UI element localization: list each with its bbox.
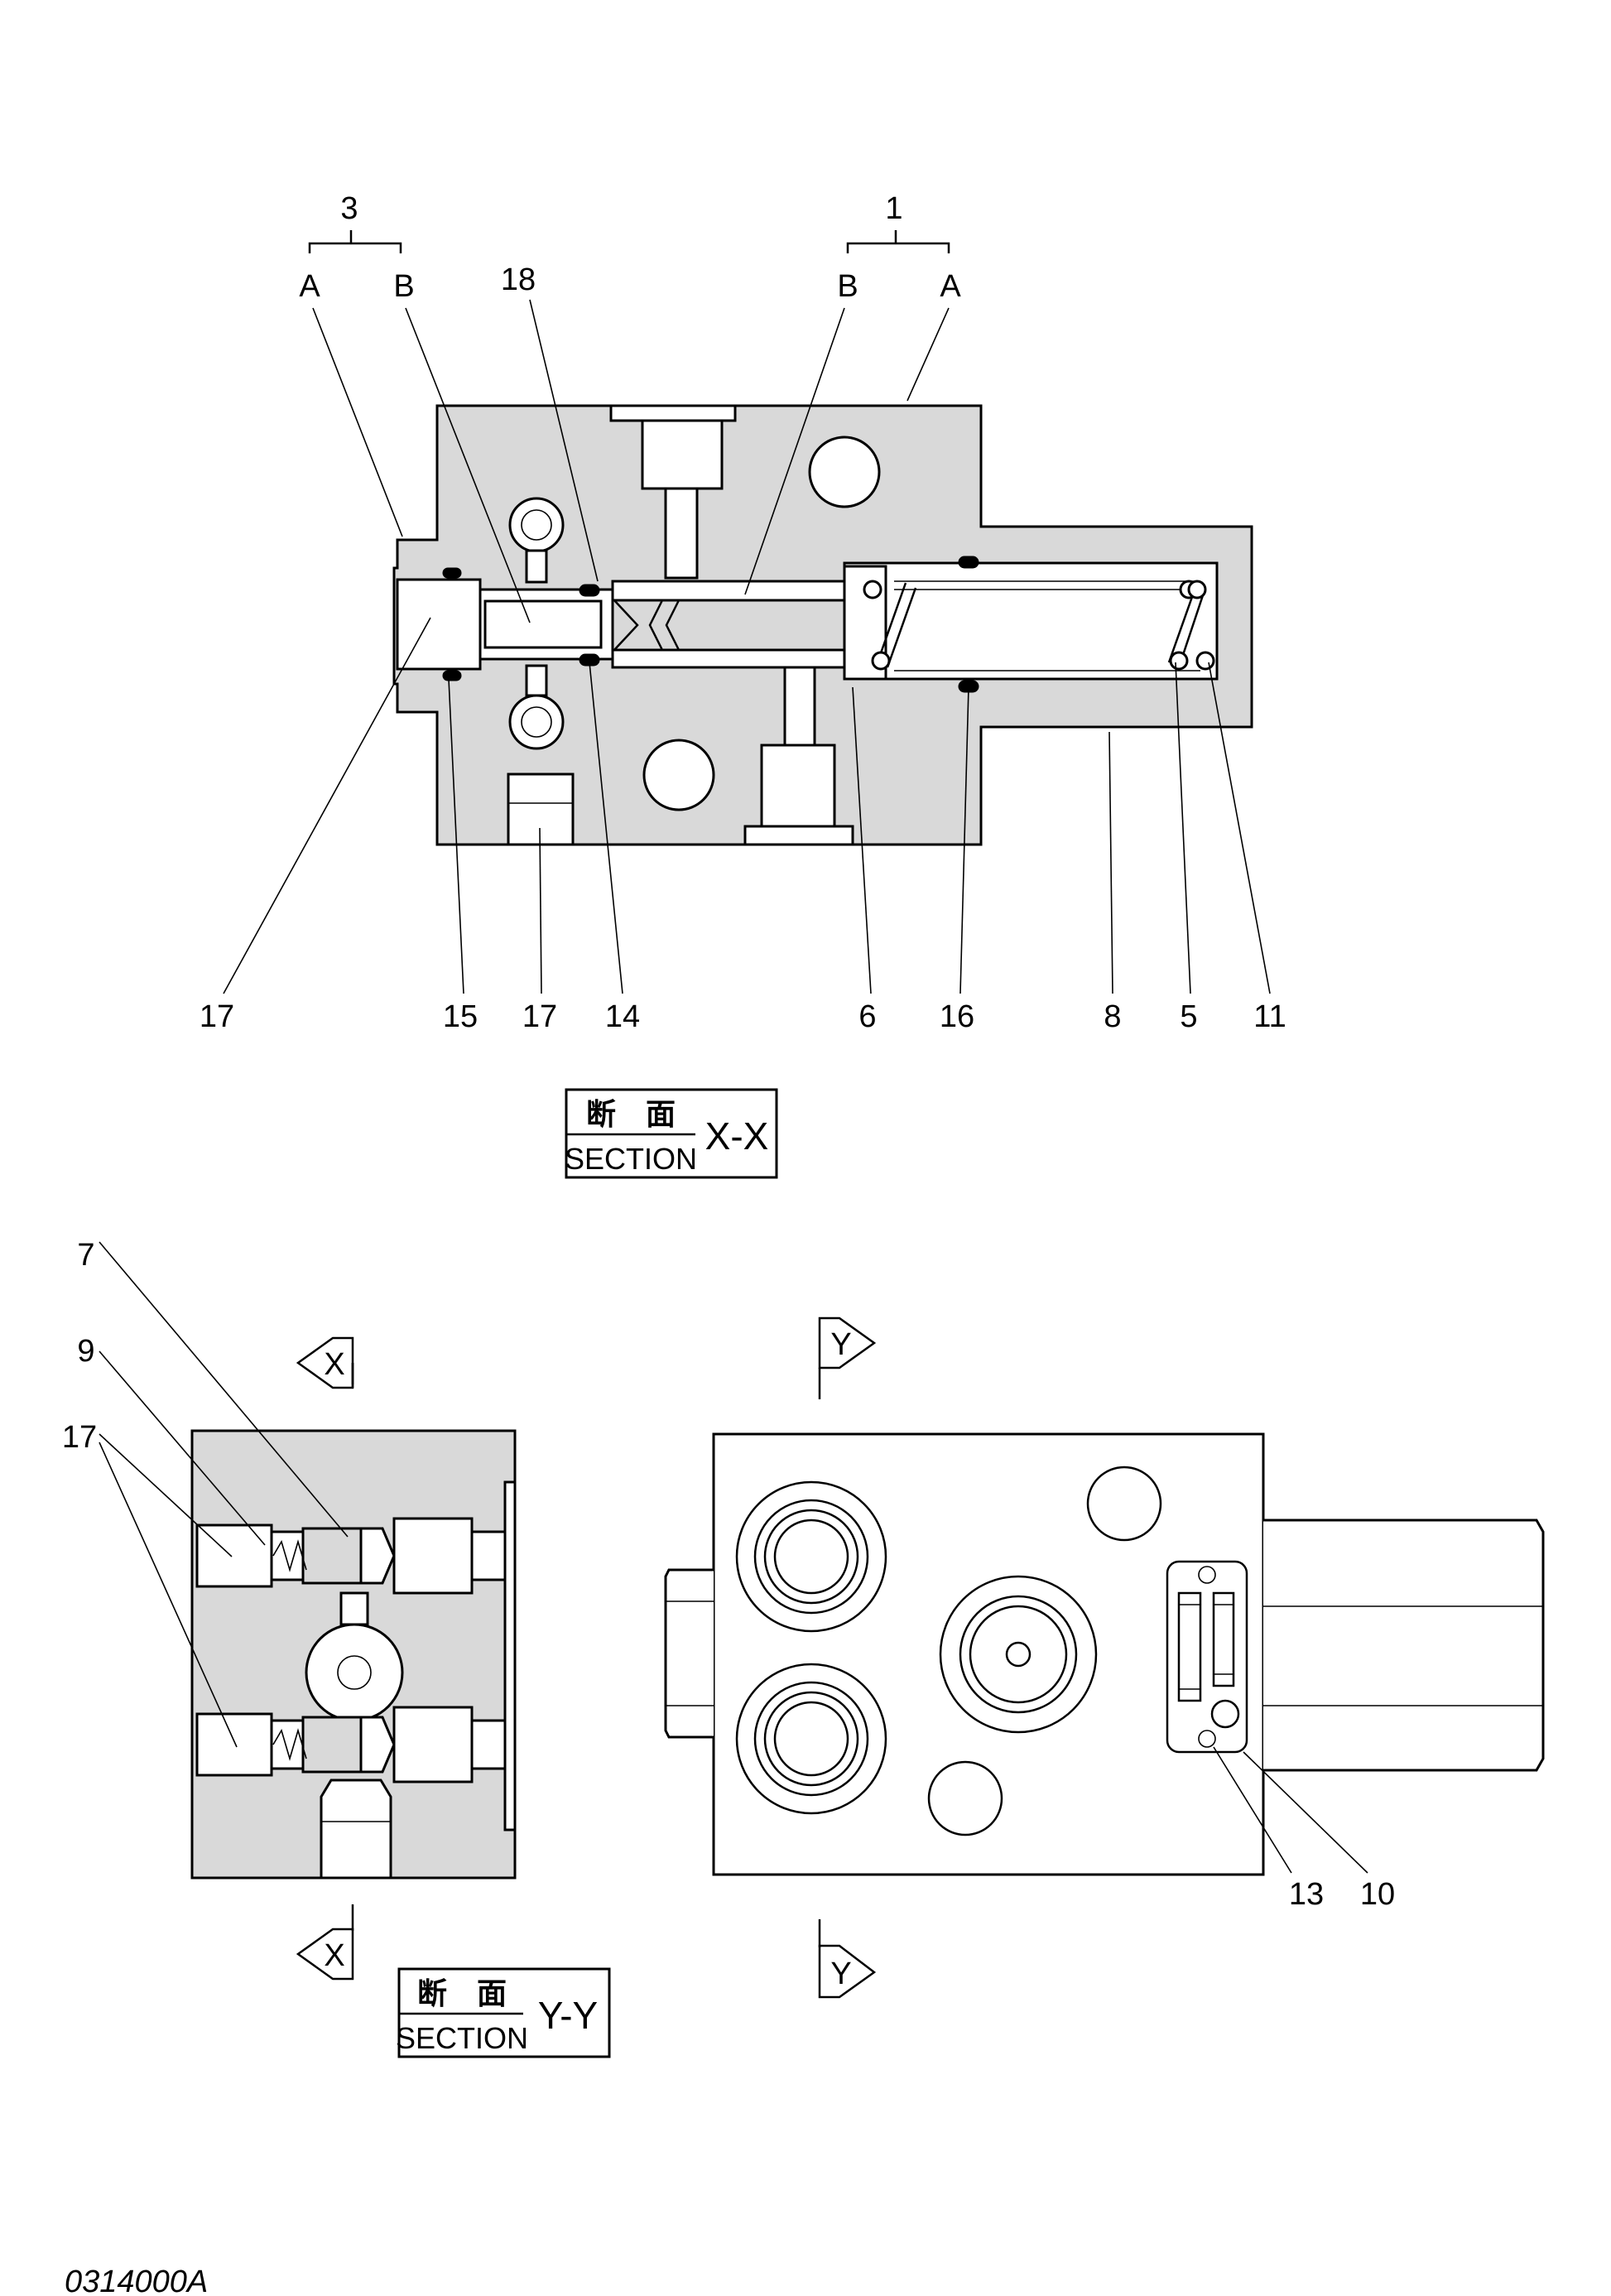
callout-16: 16: [940, 999, 974, 1034]
exterior-view: Y Y 13 10: [664, 1316, 1545, 1999]
section-xx-caption: 断 面 SECTION X-X: [565, 1088, 778, 1179]
section-arrow-y-top: Y: [818, 1316, 877, 1399]
bottom-callouts: 17 15 17 14 6 16 8 5 11: [200, 999, 1286, 1034]
callout-1a: A: [940, 269, 961, 304]
section-arrow-y-bottom: Y: [818, 1919, 877, 1999]
section-arrow-x-bottom: X: [296, 1904, 354, 1981]
caption-yy-section: SECTION: [396, 2021, 528, 2055]
callout-18: 18: [501, 262, 536, 297]
callout-15: 15: [443, 999, 478, 1034]
callout-17-plug: 17: [522, 999, 557, 1034]
callout-10: 10: [1360, 1877, 1395, 1912]
caption-xx-id: X-X: [705, 1114, 769, 1158]
caption-xx-section: SECTION: [565, 1142, 697, 1176]
callout-17-left: 17: [200, 999, 234, 1034]
arrow-x-bottom-label: X: [324, 1938, 344, 1973]
callout-3a: A: [299, 269, 320, 304]
callout-1b: B: [837, 269, 858, 304]
callout-1: 1: [885, 191, 902, 226]
callout-17-yy: 17: [62, 1420, 97, 1455]
section-yy-caption: 断 面 SECTION Y-Y: [396, 1967, 611, 2058]
section-arrow-x-top: X: [296, 1336, 354, 1389]
arrow-y-top-label: Y: [830, 1327, 851, 1362]
callout-3: 3: [340, 191, 358, 226]
callout-9: 9: [77, 1334, 94, 1369]
caption-xx-kanji: 断 面: [586, 1098, 676, 1132]
callout-14: 14: [605, 999, 640, 1034]
callout-11: 11: [1253, 999, 1286, 1034]
caption-yy-id: Y-Y: [538, 1994, 598, 2037]
section-yy-view: 7 9 17 X X 断 面 SECTION Y-Y: [62, 1238, 611, 2058]
figure-id: 0314000A: [65, 2265, 208, 2296]
callout-13: 13: [1289, 1877, 1324, 1912]
section-xx-view: 3 A B 1 B A 18 17 15 17 14 6 16 8 5 11: [200, 191, 1286, 1179]
arrow-y-bottom-label: Y: [830, 1957, 851, 1991]
callout-6: 6: [858, 999, 876, 1034]
caption-yy-kanji: 断 面: [417, 1977, 507, 2011]
callout-3b: B: [393, 269, 414, 304]
callout-7: 7: [77, 1238, 94, 1273]
arrow-x-top-label: X: [324, 1347, 344, 1382]
callout-8: 8: [1104, 999, 1121, 1034]
callout-5: 5: [1180, 999, 1197, 1034]
